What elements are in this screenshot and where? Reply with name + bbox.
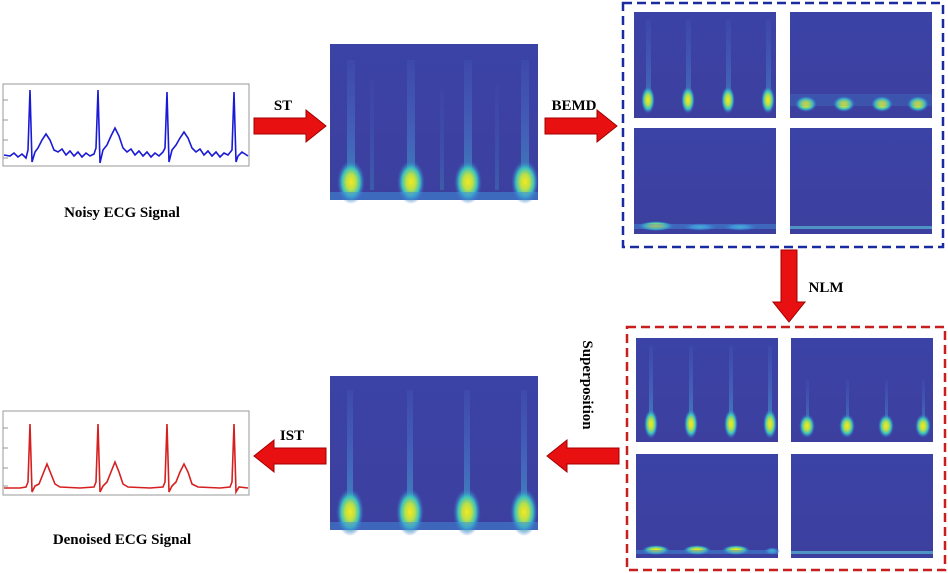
- denoised-ecg-ticks: [3, 427, 8, 487]
- denoised-st-map: [330, 376, 538, 536]
- denoised-ecg-trace: [4, 423, 249, 495]
- bemd-component-4: [790, 128, 932, 234]
- bemd-component-2: [790, 12, 932, 118]
- denoised-ecg-plot: [2, 410, 250, 496]
- noisy-ecg-ticks: [3, 99, 8, 159]
- superposition-arrow: [546, 439, 620, 473]
- noisy-ecg-caption: Noisy ECG Signal: [64, 205, 180, 221]
- noisy-ecg-trace: [3, 89, 249, 164]
- nlm-label: NLM: [809, 280, 844, 296]
- denoised-ecg-caption: Denoised ECG Signal: [53, 532, 191, 548]
- bemd-arrow: [544, 109, 618, 143]
- noisy-ecg-plot: [2, 83, 250, 167]
- bemd-components-box: [621, 1, 945, 249]
- nlm-components-box: [625, 325, 947, 572]
- nlm-component-3: [636, 454, 780, 558]
- bemd-component-3: [634, 128, 776, 234]
- nlm-component-4: [791, 454, 933, 558]
- st-arrow: [253, 109, 327, 143]
- superposition-label: Superposition: [579, 340, 595, 430]
- ist-label: IST: [280, 428, 304, 444]
- st-time-frequency-map: [330, 44, 539, 204]
- st-map-streaks: [347, 60, 529, 190]
- nlm-arrow: [772, 249, 806, 323]
- nlm-component-2: [791, 338, 933, 442]
- st-label: ST: [274, 98, 292, 114]
- bemd-component-1: [634, 12, 776, 118]
- nlm-component-1: [636, 338, 778, 442]
- ist-arrow: [253, 439, 327, 473]
- bemd-label: BEMD: [552, 98, 597, 114]
